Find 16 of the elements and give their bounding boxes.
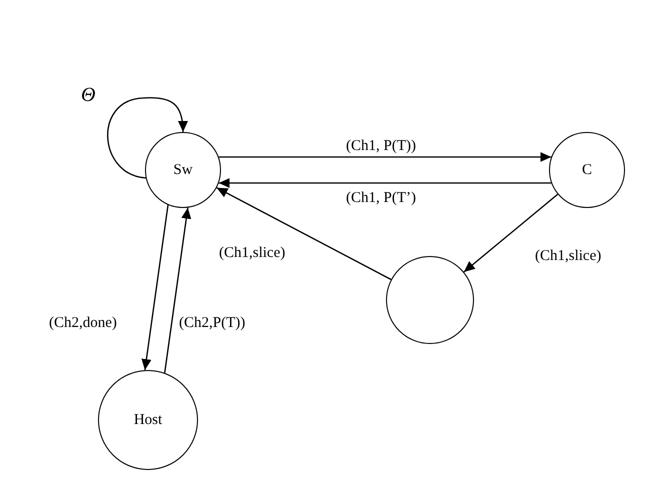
arrow: [164, 208, 192, 373]
edge-label: (Ch2,P(T)): [178, 315, 246, 332]
edge-label: (Ch1, P(T)): [345, 138, 417, 155]
arrow: [218, 178, 552, 188]
edge-label: (Ch1, P(T’): [345, 190, 417, 207]
arrow: [218, 152, 552, 162]
edge-label: Θ: [80, 84, 96, 107]
arrow: [463, 194, 558, 272]
edge-label: (Ch1,slice): [534, 248, 602, 265]
arrow: [107, 97, 188, 179]
arrow: [141, 204, 169, 370]
edge-label: (Ch1,slice): [218, 245, 286, 262]
state-label: Host: [134, 412, 162, 428]
state-label: Sw: [173, 162, 193, 178]
state-label: C: [582, 162, 592, 178]
edge-label: (Ch2,done): [48, 315, 118, 332]
